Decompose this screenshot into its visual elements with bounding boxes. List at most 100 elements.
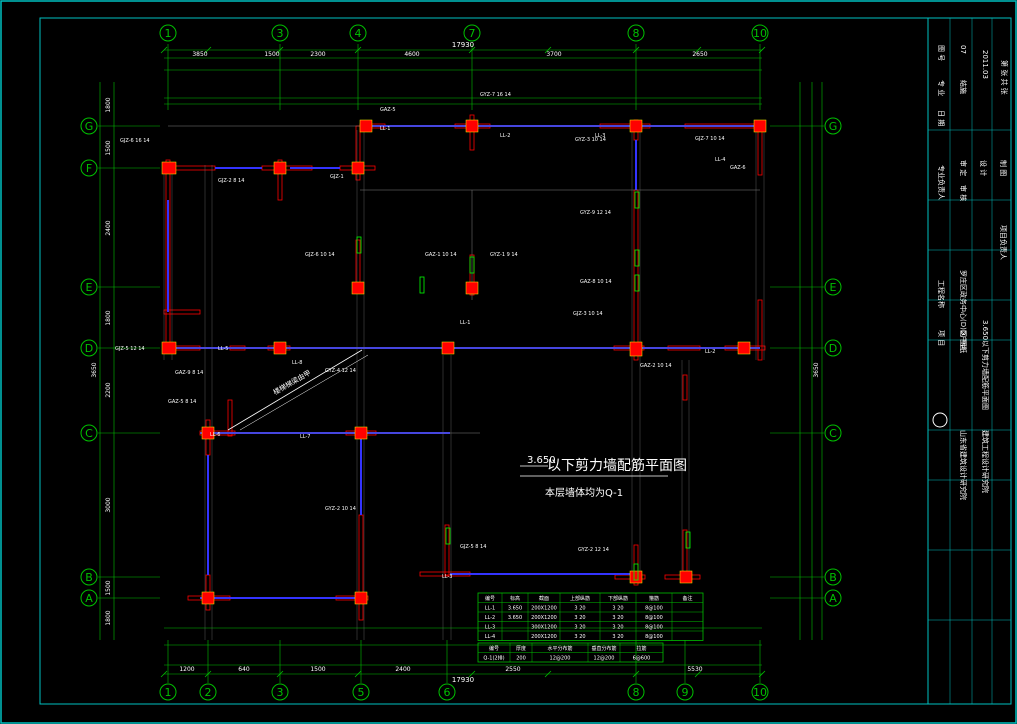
beam-label: LL-1	[460, 320, 470, 326]
wall-column	[354, 426, 368, 440]
dim-left-seg: 1500	[105, 140, 112, 155]
company-logo	[932, 412, 948, 428]
axis-label-bottom: 3	[277, 686, 284, 699]
table1-cell: 3 20	[612, 634, 623, 640]
element-label: GJZ-1	[330, 174, 344, 180]
dim-tick	[544, 46, 552, 54]
axis-label-top: 8	[633, 27, 640, 40]
table2-cell: Q-1(2排)	[483, 655, 504, 662]
title-block-major-label: 专 业	[937, 80, 946, 96]
table1-cell: 3.650	[508, 615, 522, 621]
axis-bubble-bottom	[676, 683, 694, 701]
dim-bottom-seg: 5530	[687, 666, 702, 673]
title-block-date-label: 日 期	[937, 110, 945, 126]
axis-label-top: 10	[753, 27, 767, 40]
axis-label-bottom: 5	[358, 686, 365, 699]
dim-tick	[632, 670, 640, 678]
axis-label-right: G	[829, 120, 838, 133]
table1-cell: 3 20	[574, 625, 585, 631]
axis-bubble-top	[463, 24, 481, 42]
axis-bubble-left	[80, 278, 98, 296]
axis-bubble-right	[824, 589, 842, 607]
table1-cell: LL-3	[485, 625, 495, 631]
wall-h	[163, 309, 201, 315]
axis-label-bottom: 6	[444, 686, 451, 699]
dim-tick	[160, 670, 168, 678]
stair-line	[227, 349, 363, 431]
axis-label-right: B	[829, 571, 837, 584]
dim-top-total: 17930	[452, 41, 474, 49]
element-label: GJZ-2 8 14	[218, 178, 244, 184]
beam-label: LL-3	[595, 133, 605, 139]
stair-label: 楼梯梯梁由甲	[272, 368, 313, 397]
plan-title: 3.650 以下剪力墙配筋平面图 本层墙体均为Q-1	[520, 455, 687, 499]
element-label: GJZ-6 16 14	[120, 138, 150, 144]
title-block-major: 结施	[959, 80, 968, 94]
wall-column	[273, 341, 287, 355]
column-marker	[634, 249, 640, 267]
table1-header: 标高	[510, 595, 520, 602]
element-label: GYZ-3 10 14	[575, 137, 606, 143]
title-block-fig-no-label: 图 号	[937, 45, 945, 61]
axis-bubble-left	[80, 159, 98, 177]
column-marker	[634, 274, 640, 292]
dim-top-seg: 3850	[192, 51, 207, 58]
table2-header: 拉筋	[636, 645, 646, 652]
beam-label: LL-2	[500, 133, 510, 139]
title-block-date: 2011.03	[981, 50, 989, 79]
axis-label-top: 1	[165, 27, 172, 40]
dim-bottom-seg: 2400	[395, 666, 410, 673]
column-marker	[445, 527, 451, 545]
wall-columns	[161, 119, 767, 605]
title-block-check: 审 核	[959, 185, 968, 201]
beam-label: LL-1	[380, 126, 390, 132]
dim-tick	[354, 670, 362, 678]
table1-cell: 8@100	[645, 606, 663, 612]
wall-column	[629, 341, 643, 357]
axis-bubble-bottom	[352, 683, 370, 701]
wall-column	[351, 281, 365, 295]
dim-top-seg: 1500	[264, 51, 279, 58]
element-label: GYZ-1 9 14	[490, 252, 518, 258]
element-label: GYZ-9 12 14	[580, 210, 611, 216]
element-label: GAZ-2 10 14	[640, 363, 672, 369]
table2-header: 厚度	[516, 645, 526, 652]
stair-line-2	[239, 354, 369, 431]
dim-tick	[758, 46, 766, 54]
element-label: GAZ-5	[380, 107, 396, 113]
axis-bubble-right	[824, 568, 842, 586]
wall-v	[444, 524, 450, 576]
axis-label-left: B	[85, 571, 93, 584]
wall-column	[629, 570, 643, 584]
column-marker	[634, 191, 640, 209]
table1-header: 备注	[682, 595, 692, 602]
dim-left-seg: 3000	[105, 497, 112, 512]
axis-label-right: C	[829, 427, 837, 440]
table1-cell: 3 20	[574, 634, 585, 640]
axis-label-top: 7	[469, 27, 476, 40]
wall-column	[161, 341, 177, 355]
wall-v	[757, 299, 763, 361]
axis-bubble-bottom	[438, 683, 456, 701]
dim-top-seg: 2300	[310, 51, 325, 58]
dim-bottom-seg: 1500	[310, 666, 325, 673]
element-label: GAZ-9 8 14	[175, 370, 203, 376]
wall-v	[469, 114, 475, 151]
table1-cell: 3 20	[612, 606, 623, 612]
axis-label-bottom: 10	[753, 686, 767, 699]
axis-label-top: 4	[355, 27, 362, 40]
axis-bubble-top	[349, 24, 367, 42]
dim-left-seg: 1800	[105, 310, 112, 325]
wall-column	[359, 119, 373, 133]
table1-cell: 200X1200	[531, 634, 557, 640]
wall-column	[354, 591, 368, 605]
table1-cell: 8@100	[645, 634, 663, 640]
axis-bubble-top	[627, 24, 645, 42]
table1-header: 编号	[485, 595, 495, 602]
title-block-item-label: 项 目	[937, 330, 945, 346]
axis-label-bottom: 8	[633, 686, 640, 699]
